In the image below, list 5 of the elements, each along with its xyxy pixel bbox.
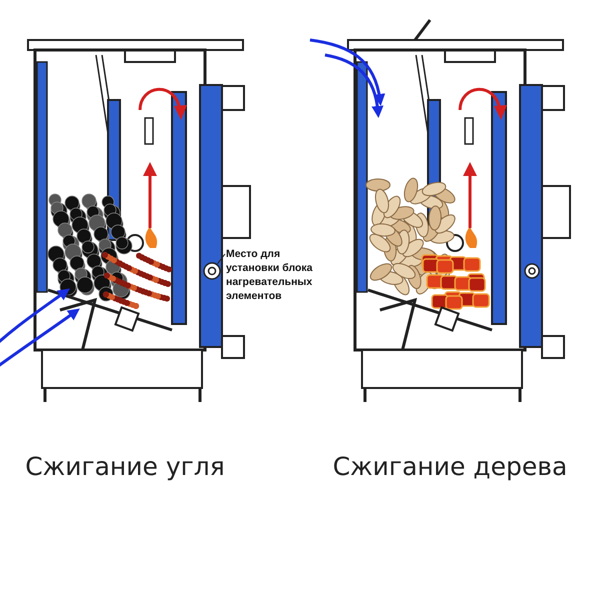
round-fitting	[203, 262, 221, 280]
leader-line	[216, 254, 226, 264]
caption-text: Сжигание угля	[24, 452, 226, 481]
callout-text: Место для установки блока нагревательных элементов	[226, 247, 322, 303]
caption-text: Сжигание дерева	[332, 452, 568, 481]
